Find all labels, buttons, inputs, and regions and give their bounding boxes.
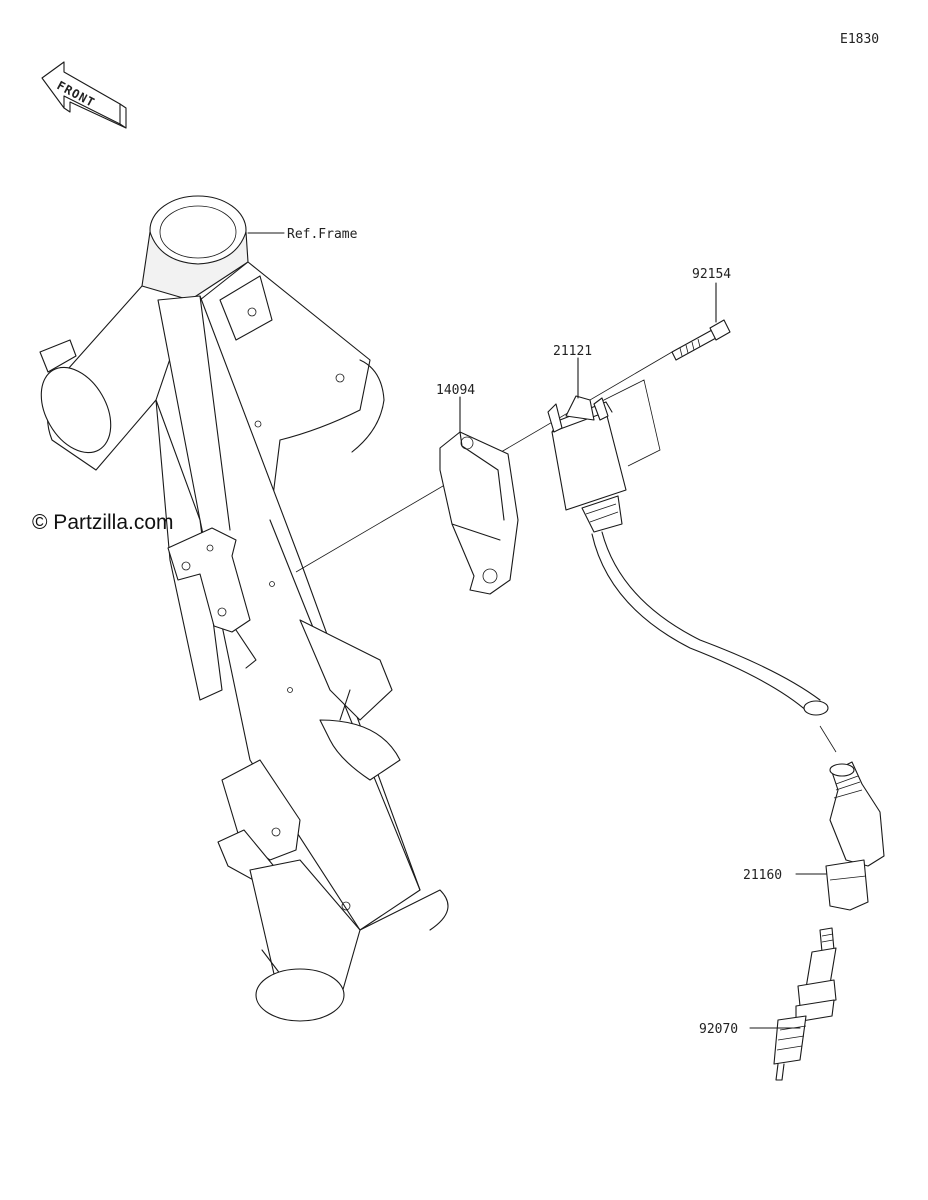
diagram-code: E1830 [840, 32, 879, 47]
part-14094-bracket [439, 431, 519, 595]
part-21160-plug-cap [825, 761, 885, 911]
part-92154-bolt [671, 319, 731, 361]
part-92070-spark-plug [773, 927, 837, 1081]
partzilla-watermark: © Partzilla.com [32, 511, 174, 534]
part-label-14094: 14094 [436, 383, 475, 398]
part-21121-ignition-coil [547, 379, 829, 716]
part-label-92070: 92070 [699, 1022, 738, 1037]
front-arrow-icon: FRONT [41, 61, 127, 129]
ref-frame-label: Ref.Frame [287, 227, 358, 242]
part-label-92154: 92154 [692, 267, 731, 282]
part-label-21121: 21121 [553, 344, 592, 359]
frame-drawing [39, 195, 449, 1022]
part-label-21160: 21160 [743, 868, 782, 883]
